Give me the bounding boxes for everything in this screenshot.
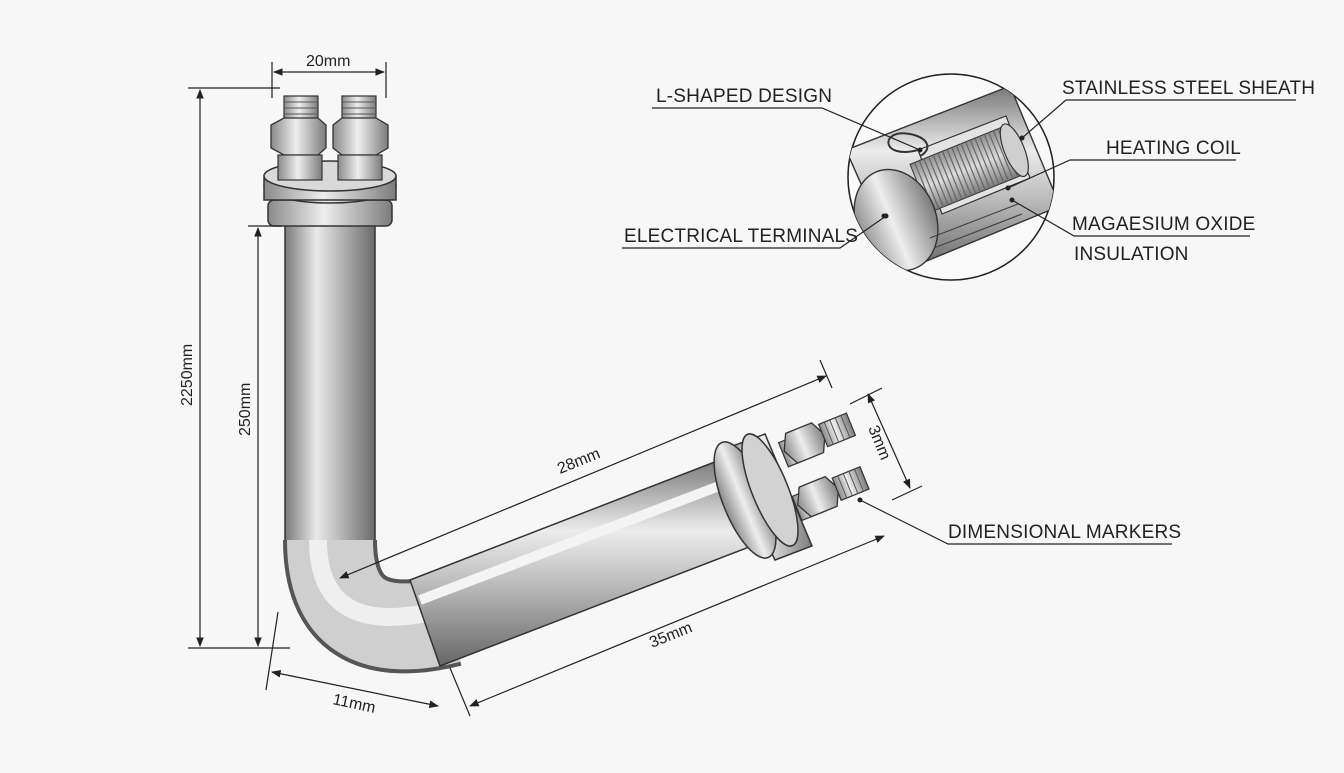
callout-leaders xyxy=(622,99,1296,545)
dim-vertical-leg: 250mm xyxy=(237,383,254,436)
leader-dots xyxy=(857,135,1025,503)
label-heating-coil: HEATING COIL xyxy=(1106,138,1241,159)
label-stainless-steel-sheath: STAINLESS STEEL SHEATH xyxy=(1062,78,1315,99)
l-shaped-tube xyxy=(283,221,758,674)
top-terminal-head xyxy=(263,95,397,227)
label-insulation-line2: INSULATION xyxy=(1074,244,1189,265)
dim-bend-offset: 11mm xyxy=(331,691,377,717)
label-dimensional-markers: DIMENSIONAL MARKERS xyxy=(948,522,1181,543)
dim-horizontal-arm: 28mm xyxy=(555,445,603,477)
dim-terminal-spacing: 3mm xyxy=(864,423,893,462)
dimension-lines xyxy=(188,62,923,717)
label-l-shaped-design: L-SHAPED DESIGN xyxy=(656,86,832,107)
dim-total-height: 2250mm xyxy=(179,344,196,406)
cutaway-inset xyxy=(847,73,1055,281)
dim-lower-arm: 35mm xyxy=(647,619,695,651)
label-insulation-line1: MAGAESIUM OXIDE xyxy=(1072,214,1256,235)
dim-top-width: 20mm xyxy=(306,53,350,70)
label-electrical-terminals: ELECTRICAL TERMINALS xyxy=(624,226,858,247)
